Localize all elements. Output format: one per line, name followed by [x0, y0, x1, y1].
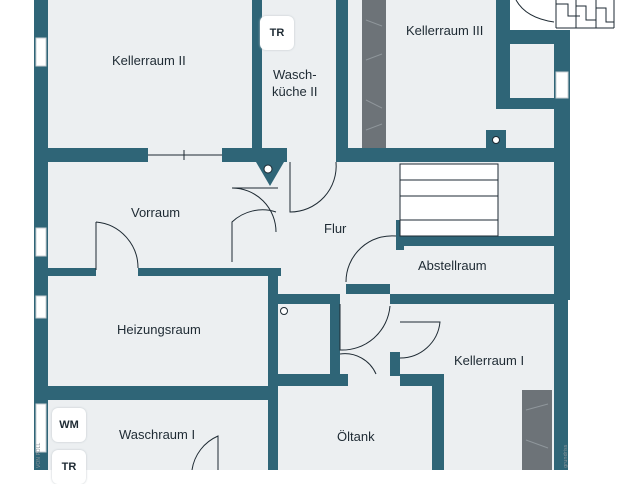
- floor-plan: [34, 0, 615, 470]
- room-label-kellerraum-2: Kellerraum II: [112, 53, 186, 68]
- watermark-right: grundriss: [563, 444, 569, 468]
- room-label-kellerraum-1: Kellerraum I: [454, 353, 525, 368]
- stone-texture: [365, 19, 549, 449]
- window-icon: [35, 37, 569, 453]
- chimney-icon: [256, 130, 506, 315]
- room-label-heizungsraum: Heizungsraum: [117, 322, 201, 337]
- room-label-waschkueche-2: Wasch- küche II: [272, 66, 318, 100]
- room-label-oeltank: Öltank: [337, 429, 375, 444]
- room-label-waschkueche-2-line2: küche II: [272, 84, 318, 99]
- interior-walls: [48, 0, 554, 470]
- room-label-flur: Flur: [324, 221, 347, 236]
- door-swing-icon: [95, 150, 441, 470]
- room-label-waschraum-1: Waschraum I: [119, 427, 196, 442]
- stone-wall: [362, 0, 552, 470]
- stairs-icon: [399, 0, 615, 237]
- watermark-left: VON POLL: [36, 442, 42, 468]
- washing-machine-badge: WM: [52, 408, 86, 442]
- room-label-waschkueche-2-line1: Wasch-: [272, 67, 317, 82]
- dryer-badge: TR: [260, 16, 294, 50]
- room-label-kellerraum-3: Kellerraum III: [406, 23, 484, 38]
- dryer-badge-bottom: TR: [52, 450, 86, 484]
- room-label-abstellraum: Abstellraum: [418, 258, 487, 273]
- room-label-vorraum: Vorraum: [131, 205, 181, 220]
